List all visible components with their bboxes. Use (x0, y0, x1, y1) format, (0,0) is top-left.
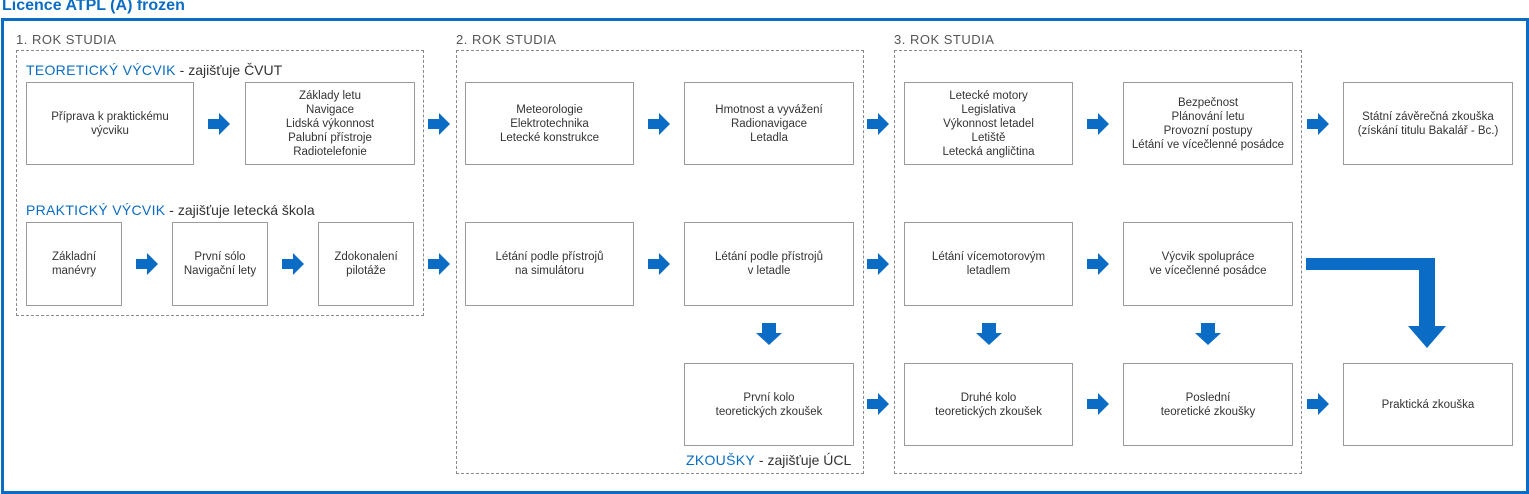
box-priprava: Příprava k praktickému výcviku (26, 82, 194, 165)
arrow-right-icon (648, 113, 670, 135)
arrow-down-icon (756, 323, 782, 345)
box-prvni-solo: První sólo Navigační lety (172, 222, 268, 306)
arrow-right-icon (867, 393, 889, 415)
box-meteorologie-text: Meteorologie Elektrotechnika Letecké kon… (499, 103, 600, 144)
arrow-right-icon (428, 253, 450, 275)
arrow-right-icon (867, 253, 889, 275)
box-posledni-text: Poslední teoretické zkoušky (1160, 391, 1256, 418)
diagram-frame (1, 18, 1529, 494)
box-zaklady-text: Základy letu Navigace Lidská výkonnost P… (285, 89, 375, 158)
arrow-right-icon (208, 113, 230, 135)
box-spoluprace-text: Výcvik spolupráce ve vícečlenné posádce (1149, 251, 1267, 277)
section-theory-provider: - zajišťuje ČVUT (175, 62, 283, 78)
year-3-region (894, 50, 1302, 474)
box-spoluprace: Výcvik spolupráce ve vícečlenné posádce (1123, 222, 1293, 306)
box-motory: Letecké motory Legislativa Výkonnost let… (904, 82, 1073, 165)
arrow-down-icon (1195, 323, 1221, 345)
box-statni-zkouska-text: Státní závěrečná zkouška (získání titulu… (1357, 110, 1499, 137)
diagram-title: Licence ATPL (A) frozen (2, 0, 185, 14)
arrow-right-icon (867, 113, 889, 135)
arrow-right-icon (1087, 113, 1109, 135)
arrow-right-icon (428, 113, 450, 135)
box-zakladni-manevry: Základní manévry (26, 222, 122, 306)
year-1-region (16, 50, 424, 316)
box-hmotnost-text: Hmotnost a vyvážení Radionavigace Letadl… (715, 103, 823, 144)
box-simulator-text: Létání podle přístrojů na simulátoru (495, 251, 604, 277)
year-3-label: 3. ROK STUDIA (894, 32, 995, 47)
arrow-right-icon (1307, 393, 1329, 415)
arrow-right-icon (136, 253, 158, 275)
box-druhe-kolo: Druhé kolo teoretických zkoušek (904, 363, 1073, 446)
arrow-right-icon (1087, 393, 1109, 415)
box-hmotnost: Hmotnost a vyvážení Radionavigace Letadl… (684, 82, 854, 165)
box-bezpecnost-text: Bezpečnost Plánování letu Provozní postu… (1131, 96, 1285, 151)
box-zakladni-manevry-text: Základní manévry (51, 251, 97, 277)
box-priprava-text: Příprava k praktickému výcviku (51, 110, 169, 137)
box-pristroje-letadlo-text: Létání podle přístrojů v letadle (714, 251, 824, 277)
box-pristroje-letadlo: Létání podle přístrojů v letadle (684, 222, 854, 306)
box-zaklady: Základy letu Navigace Lidská výkonnost P… (245, 82, 415, 165)
section-exams-label: ZKOUŠKY - zajišťuje ÚCL (686, 452, 851, 468)
arrow-right-icon (648, 253, 670, 275)
section-exams-provider: - zajišťuje ÚCL (755, 452, 852, 468)
section-practice-keyword: PRAKTICKÝ VÝCVIK (26, 202, 166, 218)
box-simulator: Létání podle přístrojů na simulátoru (465, 222, 634, 306)
section-theory-keyword: TEORETICKÝ VÝCVIK (26, 62, 176, 78)
section-theory-label: TEORETICKÝ VÝCVIK - zajišťuje ČVUT (26, 62, 282, 78)
arrow-right-icon (282, 253, 304, 275)
section-exams-keyword: ZKOUŠKY (686, 452, 756, 468)
year-1-label: 1. ROK STUDIA (16, 32, 117, 47)
arrow-right-icon (1087, 253, 1109, 275)
box-prvni-kolo-text: První kolo teoretických zkoušek (715, 391, 823, 418)
year-2-label: 2. ROK STUDIA (456, 32, 557, 47)
box-zdokonaleni-pilotaze-text: Zdokonalení pilotáže (334, 251, 398, 277)
box-vicemotorove-text: Létání vícemotorovým letadlem (931, 251, 1046, 277)
section-practice-label: PRAKTICKÝ VÝCVIK - zajišťuje letecká ško… (26, 202, 315, 218)
box-statni-zkouska: Státní závěrečná zkouška (získání titulu… (1343, 82, 1513, 165)
box-posledni: Poslední teoretické zkoušky (1123, 363, 1293, 446)
section-practice-provider: - zajišťuje letecká škola (165, 202, 315, 218)
box-prakticka-zkouska-text: Praktická zkouška (1381, 398, 1475, 411)
box-motory-text: Letecké motory Legislativa Výkonnost let… (942, 89, 1035, 158)
box-druhe-kolo-text: Druhé kolo teoretických zkoušek (935, 391, 1042, 418)
box-bezpecnost: Bezpečnost Plánování letu Provozní postu… (1123, 82, 1293, 165)
year-2-region (456, 50, 864, 474)
arrow-down-icon (976, 323, 1002, 345)
arrow-right-icon (1307, 113, 1329, 135)
box-prvni-kolo: První kolo teoretických zkoušek (684, 363, 854, 446)
connector-arrow-icon (1306, 258, 1466, 350)
box-prakticka-zkouska: Praktická zkouška (1343, 363, 1513, 446)
box-meteorologie: Meteorologie Elektrotechnika Letecké kon… (465, 82, 634, 165)
box-vicemotorove: Létání vícemotorovým letadlem (904, 222, 1073, 306)
box-zdokonaleni-pilotaze: Zdokonalení pilotáže (318, 222, 414, 306)
box-prvni-solo-text: První sólo Navigační lety (183, 251, 257, 277)
